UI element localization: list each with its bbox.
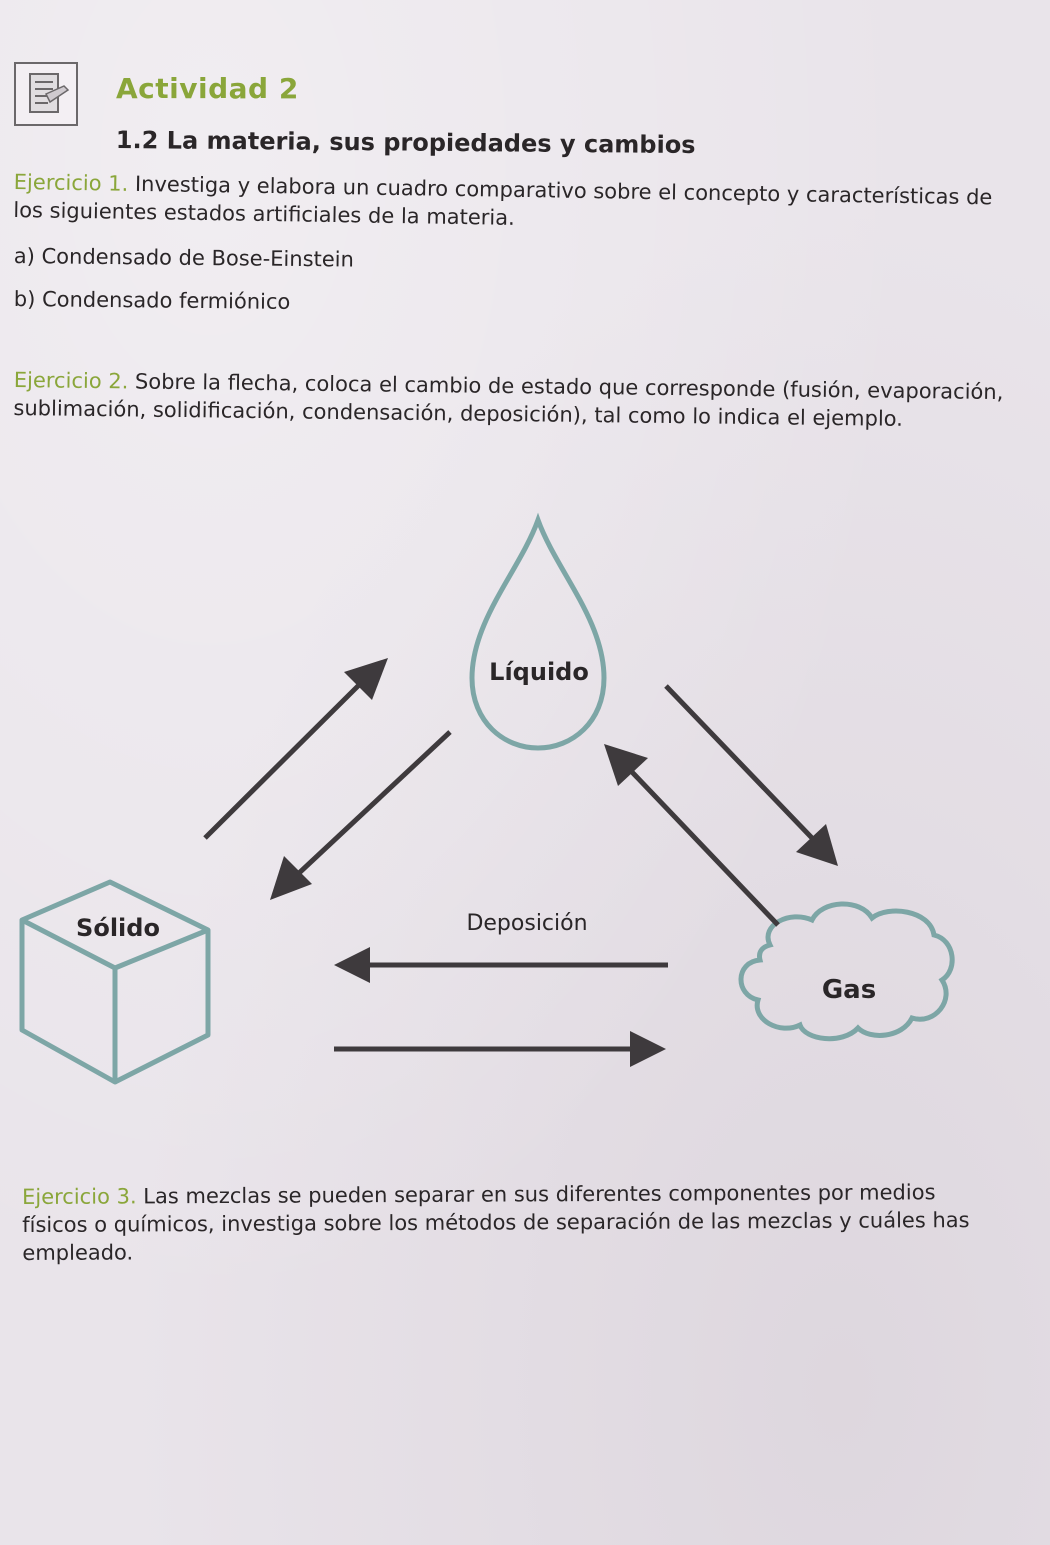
liquid-drop-shape <box>469 512 607 751</box>
arrow-solid-to-liquid <box>203 682 362 840</box>
arrow-gas-to-solid-head <box>334 947 370 983</box>
solid-cube-shape <box>19 879 211 1085</box>
exercise-1-label: Ejercicio 1. <box>13 169 129 196</box>
arrow-gas-to-liquid-head <box>604 744 648 786</box>
exercise-2-text: Sobre la flecha, coloca el cambio de est… <box>13 369 1004 431</box>
arrow-liquid-to-solid <box>296 730 452 876</box>
exercise-1-item-b: b) Condensado fermiónico <box>13 286 291 314</box>
example-deposition-label: Deposición <box>466 911 587 936</box>
activity-icon <box>14 62 78 126</box>
exercise-1-text: Investiga y elabora un cuadro comparativ… <box>13 171 993 230</box>
gas-label: Gas <box>822 975 876 1005</box>
arrow-liquid-to-gas <box>664 684 814 840</box>
gas-cloud-shape <box>738 901 955 1042</box>
liquid-label: Líquido <box>489 658 589 686</box>
section-title: 1.2 La materia, sus propiedades y cambio… <box>115 126 696 160</box>
arrow-solid-to-gas-head <box>630 1031 666 1067</box>
state-change-diagram: Líquido Sólido Gas Deposición <box>19 512 955 1085</box>
exercise-1-item-a: a) Condensado de Bose-Einstein <box>13 243 355 272</box>
exercise-3: Ejercicio 3. Las mezclas se pueden separ… <box>22 1178 972 1267</box>
arrow-gas-to-liquid <box>630 770 780 927</box>
exercise-3-text: Las mezclas se pueden separar en sus dif… <box>22 1180 970 1265</box>
exercise-3-label: Ejercicio 3. <box>22 1184 137 1209</box>
activity-title: Actividad 2 <box>116 72 299 105</box>
exercise-2-label: Ejercicio 2. <box>13 367 129 394</box>
arrow-liquid-to-solid-head <box>270 856 312 900</box>
arrow-liquid-to-gas-head <box>796 824 838 866</box>
solid-label: Sólido <box>76 914 160 942</box>
arrow-solid-to-liquid-head <box>344 658 388 700</box>
